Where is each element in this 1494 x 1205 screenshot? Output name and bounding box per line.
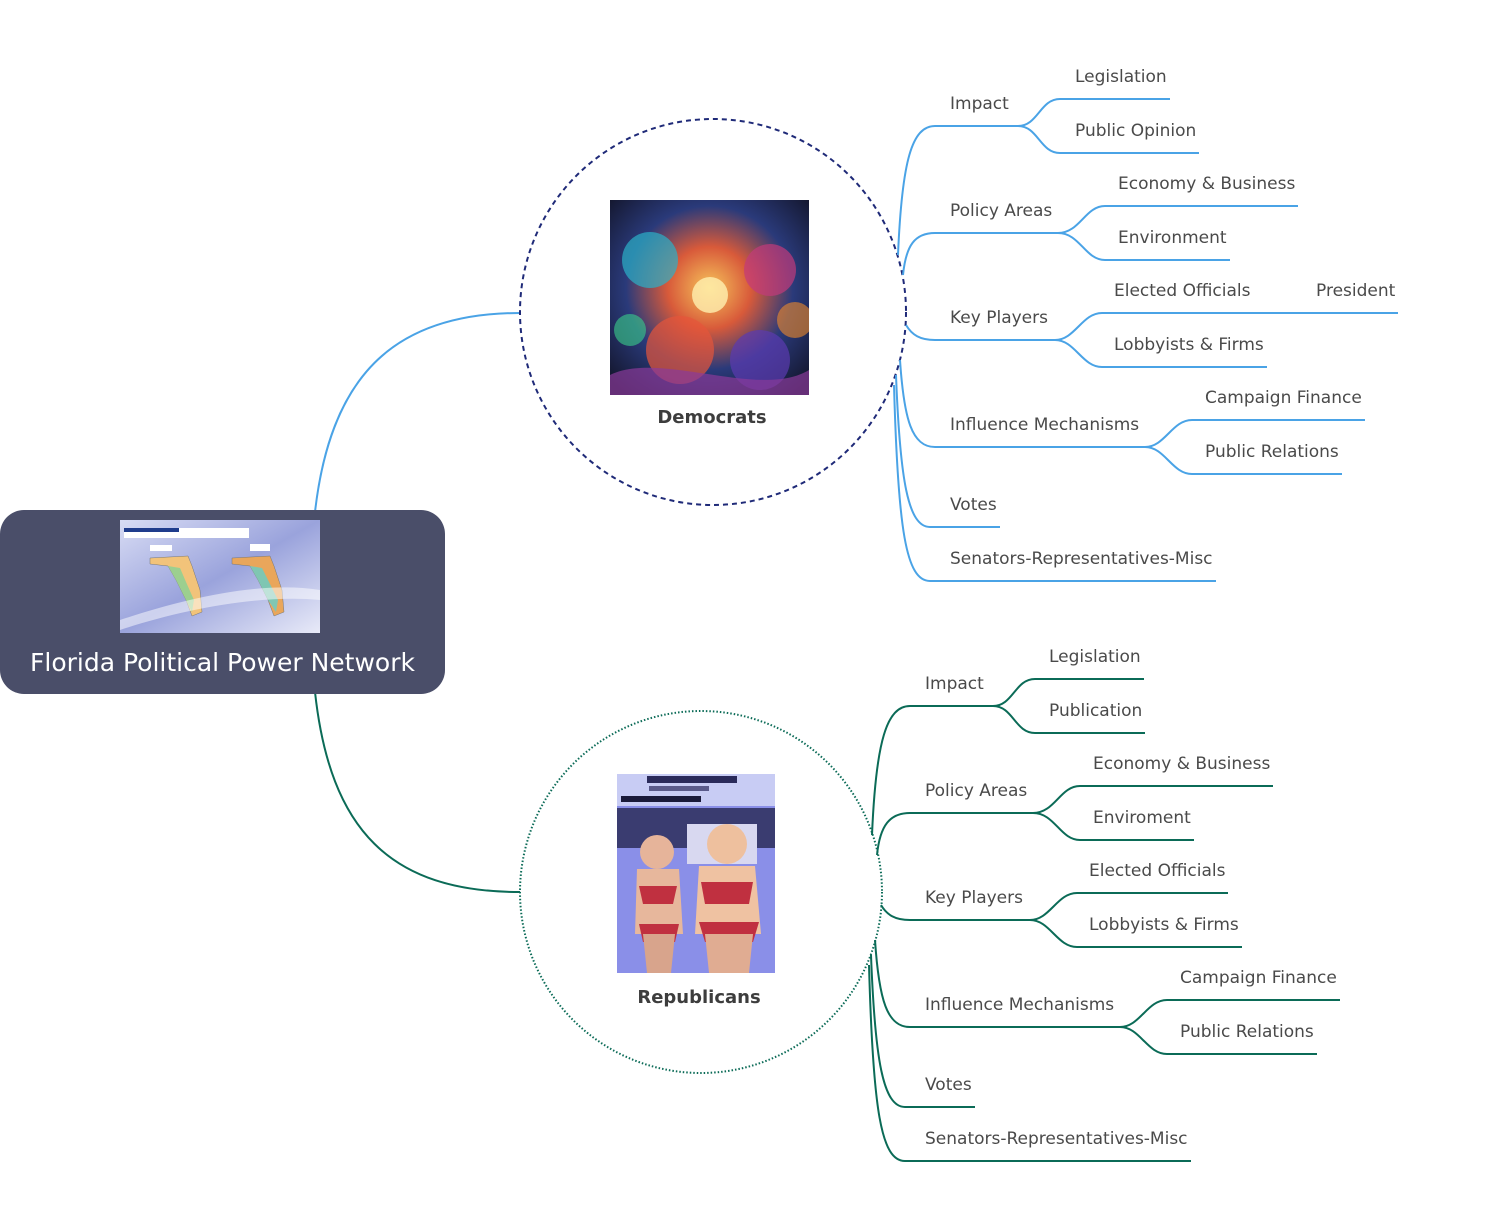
rep-topic-players[interactable]: Key Players (925, 888, 1023, 908)
florida-maps-image (120, 520, 320, 633)
republicans-topic-lines (868, 678, 1340, 1162)
dem-players-child-0[interactable]: Elected Officials (1114, 281, 1251, 301)
dem-topic-influence[interactable]: Influence Mechanisms (950, 415, 1140, 435)
rep-topic-votes[interactable]: Votes (925, 1075, 972, 1095)
rep-influence-child-0[interactable]: Campaign Finance (1180, 968, 1337, 988)
root-title: Florida Political Power Network (30, 648, 415, 677)
democrats-topic-lines (893, 98, 1398, 582)
democrats-label[interactable]: Democrats (657, 407, 767, 428)
rep-players-child-1[interactable]: Lobbyists & Firms (1089, 915, 1239, 935)
branch-root-democrats (314, 312, 521, 513)
rep-influence-child-1[interactable]: Public Relations (1180, 1022, 1314, 1042)
rep-topic-misc[interactable]: Senators-Representatives-Misc (925, 1129, 1188, 1149)
rep-players-child-0[interactable]: Elected Officials (1089, 861, 1226, 881)
republicans-label[interactable]: Republicans (637, 987, 761, 1008)
rep-topic-influence[interactable]: Influence Mechanisms (925, 995, 1115, 1015)
rep-topic-policy[interactable]: Policy Areas (925, 781, 1028, 801)
dem-topic-policy[interactable]: Policy Areas (950, 201, 1053, 221)
rep-impact-child-1[interactable]: Publication (1049, 701, 1143, 721)
social-media-photo-image (617, 774, 775, 973)
dem-topic-impact[interactable]: Impact (950, 94, 1009, 114)
root-node[interactable]: Florida Political Power Network (0, 510, 445, 694)
rep-policy-child-0[interactable]: Economy & Business (1093, 754, 1271, 774)
republicans-circle (519, 710, 883, 1074)
dem-players-child-1[interactable]: Lobbyists & Firms (1114, 335, 1264, 355)
dem-players-grandchild[interactable]: President (1316, 281, 1396, 301)
dem-policy-child-1[interactable]: Environment (1118, 228, 1227, 248)
dem-policy-child-0[interactable]: Economy & Business (1118, 174, 1296, 194)
rep-topic-impact[interactable]: Impact (925, 674, 984, 694)
dem-topic-players[interactable]: Key Players (950, 308, 1048, 328)
rep-impact-child-0[interactable]: Legislation (1049, 647, 1141, 667)
dem-topic-misc[interactable]: Senators-Representatives-Misc (950, 549, 1213, 569)
dem-influence-child-1[interactable]: Public Relations (1205, 442, 1339, 462)
dem-topic-votes[interactable]: Votes (950, 495, 997, 515)
dem-impact-child-1[interactable]: Public Opinion (1075, 121, 1197, 141)
democrats-circle (519, 118, 907, 506)
dem-influence-child-0[interactable]: Campaign Finance (1205, 388, 1362, 408)
branch-root-republicans (314, 691, 521, 893)
dem-impact-child-0[interactable]: Legislation (1075, 67, 1167, 87)
abstract-colorful-art-image (610, 200, 809, 395)
rep-policy-child-1[interactable]: Enviroment (1093, 808, 1191, 828)
